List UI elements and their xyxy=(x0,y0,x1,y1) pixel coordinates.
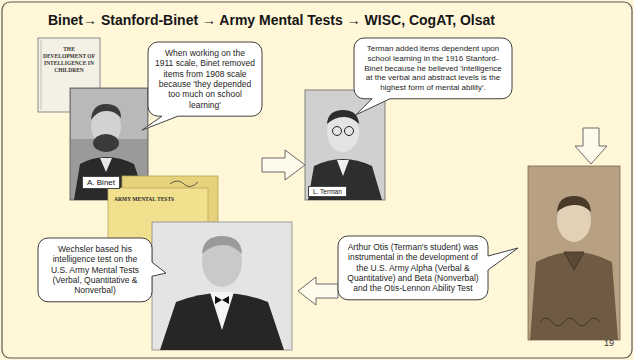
callout-shape xyxy=(142,42,262,130)
page-number: 19 xyxy=(604,338,614,348)
book-title: THE DEVELOPMENT OF INTELLIGENCE IN CHILD… xyxy=(43,46,95,73)
block-arrow xyxy=(262,150,305,180)
speech-callout: Wechsler based his intelligence test on … xyxy=(38,238,152,302)
portrait-hair xyxy=(557,196,591,212)
portrait-collar xyxy=(100,158,112,172)
portrait-head xyxy=(202,237,242,287)
block-arrow xyxy=(298,277,338,305)
portrait-suit xyxy=(160,293,284,350)
page-number-box: 19 xyxy=(604,338,614,349)
speech-callout: When working on the 1911 scale, Binet re… xyxy=(148,42,262,116)
portrait-body xyxy=(308,159,382,200)
book-title-box: THE DEVELOPMENT OF INTELLIGENCE IN CHILD… xyxy=(42,46,96,74)
node-text: Wechsler based his intelligence test on … xyxy=(45,244,145,296)
portrait-beard xyxy=(93,134,119,152)
node-text: L. Terman xyxy=(313,188,342,195)
node-text: Arthur Otis (Terman's student) was instr… xyxy=(345,242,481,294)
callout-shape xyxy=(38,238,166,302)
portrait-glasses xyxy=(333,127,342,136)
speech-callout: Terman added items dependent upon school… xyxy=(354,38,512,99)
callout-shape xyxy=(338,236,518,300)
portrait-collar xyxy=(337,160,349,176)
portrait-collar xyxy=(564,252,584,270)
name-tag: A. Binet xyxy=(82,176,120,189)
portrait-bowtie xyxy=(215,296,229,304)
portrait-hair xyxy=(202,236,242,254)
slide-title: Binet→ Stanford-Binet → Army Mental Test… xyxy=(48,12,495,28)
portrait-wechsler xyxy=(152,222,292,350)
book-title: ARMY MENTAL TESTS xyxy=(114,196,174,202)
callout-shape xyxy=(354,38,512,115)
portrait-hair xyxy=(91,104,121,120)
portrait-otis xyxy=(528,166,620,340)
node-text: When working on the 1911 scale, Binet re… xyxy=(155,48,255,110)
speech-callout: Arthur Otis (Terman's student) was instr… xyxy=(338,236,488,300)
node-text: Terman added items dependent upon school… xyxy=(361,44,505,93)
name-tag: L. Terman xyxy=(308,186,347,197)
portrait-glasses xyxy=(345,127,354,136)
book-title-box: ARMY MENTAL TESTS xyxy=(114,196,174,203)
signature-scribble xyxy=(170,181,198,187)
node-text: A. Binet xyxy=(87,178,115,187)
signature-scribble xyxy=(540,318,600,326)
book-spine xyxy=(41,40,42,110)
block-arrow xyxy=(575,128,607,164)
portrait-shirt xyxy=(210,292,234,330)
portrait-hair xyxy=(327,110,359,124)
portrait-uniform xyxy=(530,252,618,340)
